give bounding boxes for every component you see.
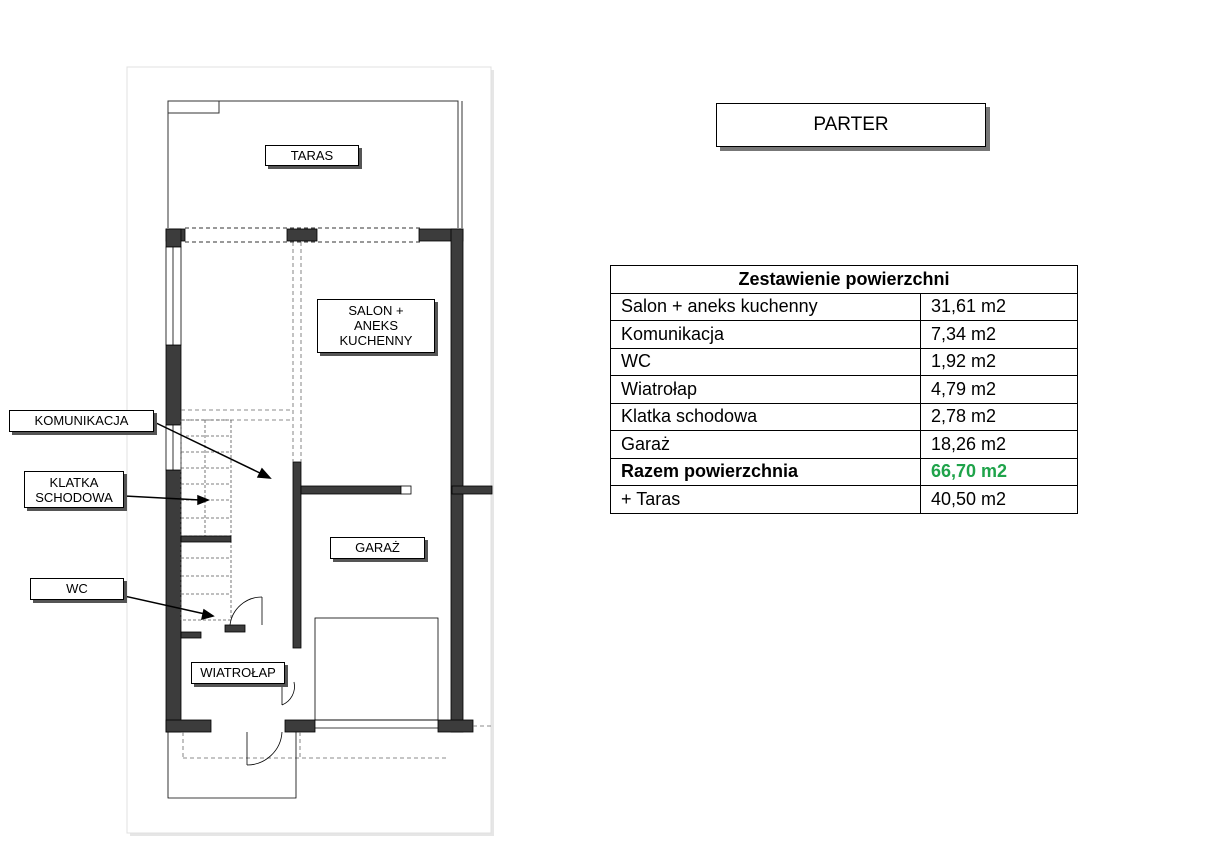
label-salon-line2: ANEKS: [353, 318, 399, 333]
row-name: Wiatrołap: [610, 375, 921, 404]
row-value: 1,92 m2: [920, 347, 1078, 376]
label-salon: SALON + ANEKS KUCHENNY: [317, 299, 435, 353]
label-klatka-line2: SCHODOWA: [35, 490, 113, 505]
label-taras-text: TARAS: [290, 148, 334, 163]
pointer-arrows: [123, 420, 272, 621]
row-value: 4,79 m2: [920, 375, 1078, 404]
label-salon-line1: SALON +: [348, 303, 404, 318]
entrance-porch: [167, 732, 297, 799]
windows: [165, 246, 412, 495]
label-taras: TARAS: [265, 145, 359, 166]
row-value: 2,78 m2: [920, 402, 1078, 431]
row-name: WC: [610, 347, 921, 376]
table-row: Klatka schodowa 2,78 m2: [610, 402, 1078, 431]
label-garaz: GARAŻ: [330, 537, 425, 559]
table-header-row: Zestawienie powierzchni: [610, 265, 1078, 294]
table-row: WC 1,92 m2: [610, 347, 1078, 376]
extra-value: 40,50 m2: [920, 485, 1078, 514]
label-klatka-line1: KLATKA: [49, 475, 99, 490]
dashed-lines: [181, 242, 492, 759]
doors: [229, 596, 295, 766]
floor-title: PARTER: [716, 103, 986, 147]
row-value: 18,26 m2: [920, 430, 1078, 459]
area-table: Zestawienie powierzchni Salon + aneks ku…: [610, 265, 1078, 514]
row-name: Salon + aneks kuchenny: [610, 292, 921, 321]
table-extra-row: + Taras 40,50 m2: [610, 485, 1078, 514]
garage-door: [314, 617, 439, 729]
row-value: 31,61 m2: [920, 292, 1078, 321]
row-name: Komunikacja: [610, 320, 921, 349]
label-wiatrolap-text: WIATROŁAP: [200, 665, 276, 680]
floor-title-text: PARTER: [813, 114, 889, 135]
table-row: Garaż 18,26 m2: [610, 430, 1078, 459]
table-header: Zestawienie powierzchni: [610, 265, 1078, 294]
total-name: Razem powierzchnia: [610, 457, 921, 486]
row-name: Klatka schodowa: [610, 402, 921, 431]
table-row: Komunikacja 7,34 m2: [610, 320, 1078, 349]
exterior-walls: [165, 228, 493, 733]
label-garaz-text: GARAŻ: [355, 540, 400, 555]
label-salon-line3: KUCHENNY: [339, 333, 413, 348]
terrace-outline: [167, 100, 463, 243]
label-wiatrolap: WIATROŁAP: [191, 662, 285, 684]
label-klatka: KLATKA SCHODOWA: [24, 471, 124, 508]
row-name: Garaż: [610, 430, 921, 459]
table-row: Salon + aneks kuchenny 31,61 m2: [610, 292, 1078, 321]
table-row: Wiatrołap 4,79 m2: [610, 375, 1078, 404]
row-value: 7,34 m2: [920, 320, 1078, 349]
label-komunikacja-text: KOMUNIKACJA: [34, 413, 129, 428]
label-komunikacja: KOMUNIKACJA: [9, 410, 154, 432]
total-value: 66,70 m2: [920, 457, 1078, 486]
table-total-row: Razem powierzchnia 66,70 m2: [610, 457, 1078, 486]
extra-name: + Taras: [610, 485, 921, 514]
label-wc: WC: [30, 578, 124, 600]
label-wc-text: WC: [66, 581, 88, 596]
